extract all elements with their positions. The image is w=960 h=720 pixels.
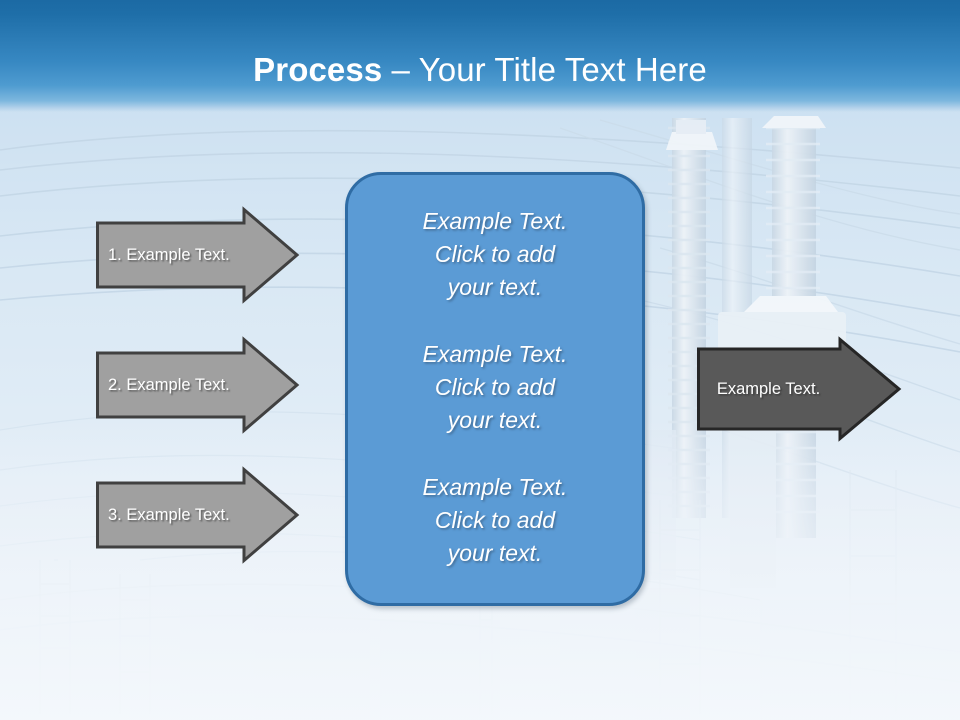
panel-2-line-3: your text. [447,407,543,433]
panel-text-block-3: Example Text. Click to add your text. [348,471,642,570]
arrow-shape-2 [96,336,300,434]
result-arrow[interactable] [697,336,902,442]
page-title-rest: – Your Title Text Here [382,51,707,88]
page-title: Process – Your Title Text Here [0,49,960,91]
panel-text-block-2: Example Text. Click to add your text. [348,338,642,437]
arrow-shape-result [697,336,902,442]
panel-3-line-2: Click to add [434,507,556,533]
panel-2-line-2: Click to add [434,374,556,400]
panel-1-line-1: Example Text. [422,208,568,234]
panel-1-line-2: Click to add [434,241,556,267]
arrow-shape-1 [96,206,300,304]
center-content-panel[interactable]: Example Text. Click to add your text. Ex… [345,172,645,606]
panel-3-line-1: Example Text. [422,474,568,500]
arrow-shape-3 [96,466,300,564]
panel-2-line-1: Example Text. [422,341,568,367]
panel-3-line-3: your text. [447,540,543,566]
process-arrow-3[interactable] [96,466,300,564]
header-band [0,0,960,112]
page-title-strong: Process [253,51,383,88]
process-arrow-1[interactable] [96,206,300,304]
process-arrow-2[interactable] [96,336,300,434]
panel-text-block-1: Example Text. Click to add your text. [348,205,642,304]
panel-1-line-3: your text. [447,274,543,300]
